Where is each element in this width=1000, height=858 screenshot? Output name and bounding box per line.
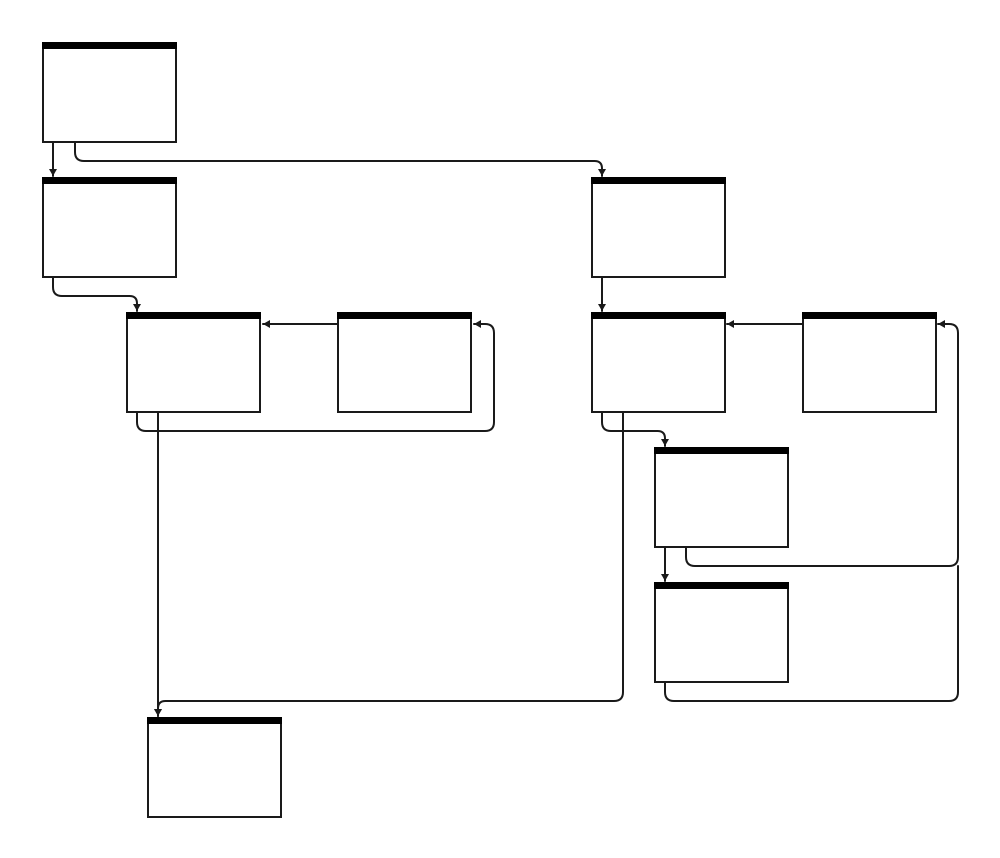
node-header: [42, 42, 177, 49]
node-n4: [126, 312, 261, 413]
node-header: [591, 177, 726, 184]
node-box: [802, 312, 937, 413]
node-box: [591, 177, 726, 278]
node-box: [654, 447, 789, 548]
node-n6: [591, 312, 726, 413]
edge-n7-to-n6: [726, 320, 804, 328]
edge-n5-to-n4: [262, 320, 339, 328]
node-header: [42, 177, 177, 184]
node-box: [126, 312, 261, 413]
arrow-head-icon: [49, 169, 57, 176]
edges-layer: [49, 141, 959, 717]
arrow-head-icon: [938, 320, 945, 328]
edge-n8-to-n7: [685, 320, 959, 567]
edge-line: [136, 323, 495, 432]
edge-line: [74, 141, 603, 177]
node-n5: [337, 312, 472, 413]
node-box: [337, 312, 472, 413]
arrow-head-icon: [133, 304, 141, 311]
arrow-head-icon: [154, 709, 162, 716]
edge-n2-to-n4: [52, 276, 141, 312]
node-n10: [147, 717, 282, 818]
node-header: [337, 312, 472, 319]
arrow-head-icon: [598, 304, 606, 311]
node-box: [654, 582, 789, 683]
node-box: [147, 717, 282, 818]
node-header: [147, 717, 282, 724]
edge-line: [601, 411, 666, 447]
node-n9: [654, 582, 789, 683]
node-header: [126, 312, 261, 319]
node-header: [802, 312, 937, 319]
arrow-head-icon: [263, 320, 270, 328]
node-n8: [654, 447, 789, 548]
node-n2: [42, 177, 177, 278]
node-header: [654, 447, 789, 454]
arrow-head-icon: [727, 320, 734, 328]
edge-line: [52, 276, 138, 312]
edge-n3-to-n6: [598, 276, 606, 312]
node-n1: [42, 42, 177, 143]
arrow-head-icon: [598, 169, 606, 176]
edge-n4-to-n10: [154, 411, 162, 717]
edge-n4-to-n5: [136, 320, 495, 432]
edge-n6-to-n8: [601, 411, 669, 447]
edge-n9-to-n7: [664, 565, 959, 702]
nodes-layer: [42, 42, 937, 818]
edge-line: [685, 323, 959, 567]
edge-n6-to-n10: [154, 411, 624, 717]
arrow-head-icon: [474, 320, 481, 328]
node-box: [42, 42, 177, 143]
edge-line: [157, 411, 624, 717]
arrow-head-icon: [661, 439, 669, 446]
edge-n1-to-n2: [49, 141, 57, 177]
node-header: [654, 582, 789, 589]
node-box: [42, 177, 177, 278]
node-n7: [802, 312, 937, 413]
node-box: [591, 312, 726, 413]
edge-n1-to-n3: [74, 141, 606, 177]
arrow-head-icon: [661, 574, 669, 581]
edge-line: [664, 565, 959, 702]
node-n3: [591, 177, 726, 278]
edge-n8-to-n9: [661, 546, 669, 582]
node-header: [591, 312, 726, 319]
